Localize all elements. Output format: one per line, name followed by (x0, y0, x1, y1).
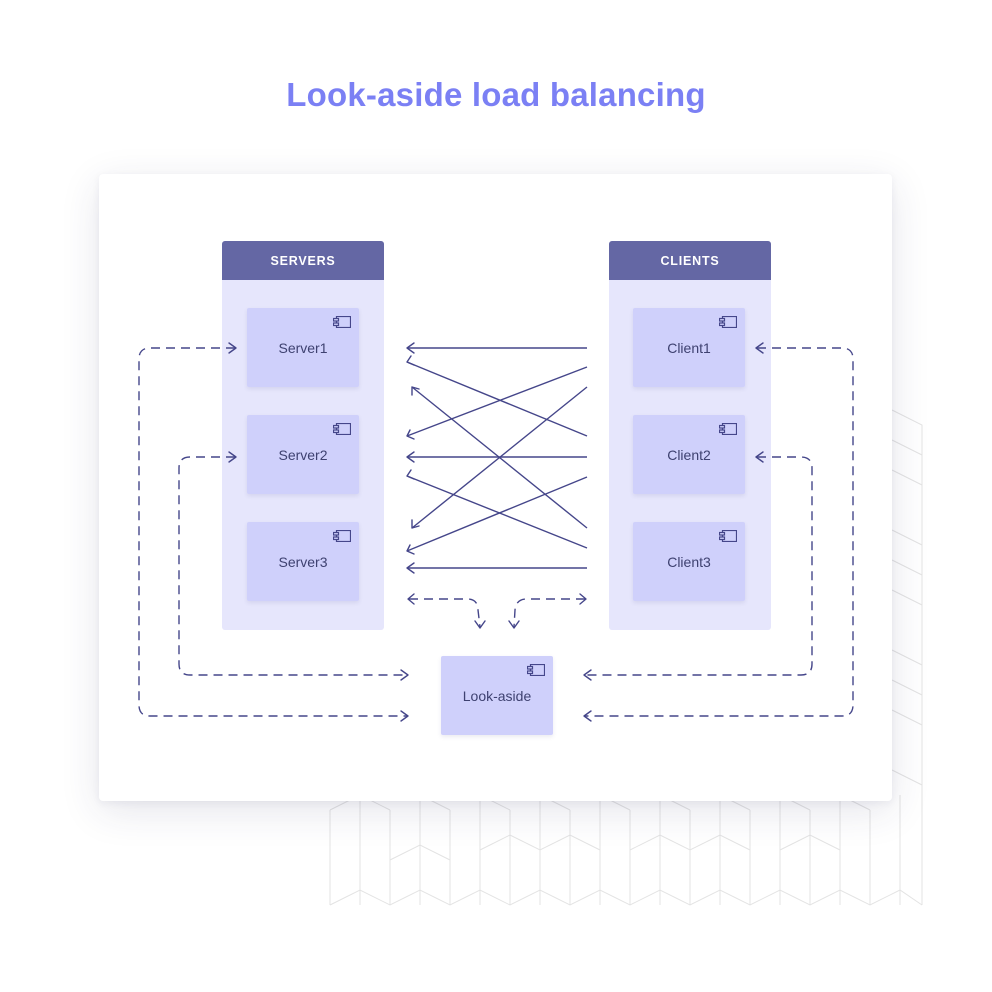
component-icon (719, 423, 737, 435)
component-icon (719, 530, 737, 542)
page-title: Look-aside load balancing (286, 76, 706, 113)
clients-header: CLIENTS (609, 241, 771, 280)
client-node-1[interactable]: Client1 (633, 308, 745, 387)
client-label: Client3 (667, 553, 711, 570)
client-node-2[interactable]: Client2 (633, 415, 745, 494)
component-icon (719, 316, 737, 328)
client-node-3[interactable]: Client3 (633, 522, 745, 601)
server-label: Server2 (278, 446, 328, 463)
server-label: Server1 (278, 339, 328, 356)
component-icon (333, 316, 351, 328)
component-icon (527, 664, 545, 676)
server-node-3[interactable]: Server3 (247, 522, 359, 601)
component-icon (333, 530, 351, 542)
lookaside-label: Look-aside (462, 687, 532, 704)
servers-header: SERVERS (222, 241, 384, 280)
component-icon (333, 423, 351, 435)
lookaside-node[interactable]: Look-aside (441, 656, 553, 735)
client-label: Client2 (667, 446, 711, 463)
server-label: Server3 (278, 553, 328, 570)
server-node-1[interactable]: Server1 (247, 308, 359, 387)
client-label: Client1 (667, 339, 711, 356)
server-node-2[interactable]: Server2 (247, 415, 359, 494)
